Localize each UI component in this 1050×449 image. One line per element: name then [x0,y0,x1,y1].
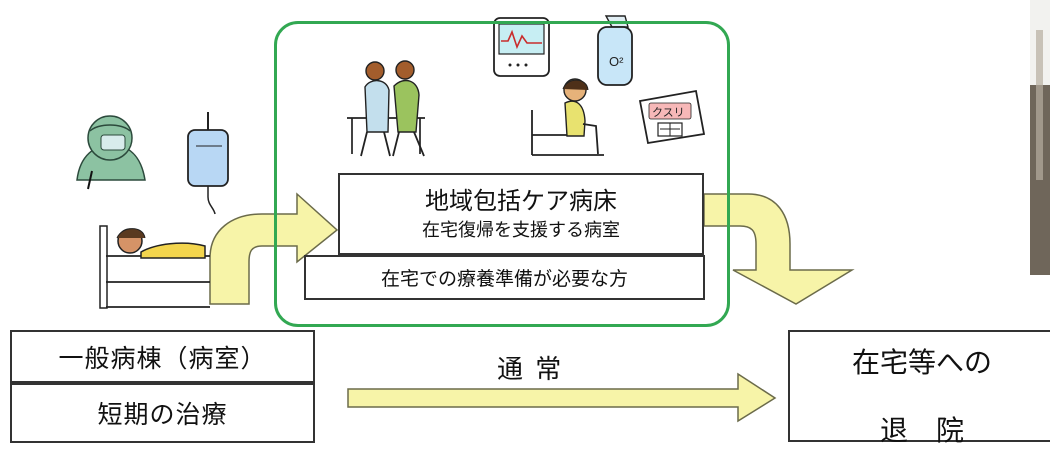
surgeon-icon [76,115,146,190]
medicine-paper-icon: クスリ [638,89,706,145]
rehab-walking-icon [347,60,425,157]
photo-thumbnail [1030,0,1050,275]
discharge-line1: 在宅等への [851,347,992,378]
care-ward-title: 地域包括ケア病床 [425,186,617,215]
patient-in-bed-icon [99,225,210,309]
care-ward-subtitle: 在宅復帰を支援する病室 [422,219,620,241]
general-ward-label: 一般病棟（病室） [58,343,267,373]
heart-monitor-icon [493,17,550,77]
normal-route-label: 通 常 [497,355,564,385]
short-treatment-box: 短期の治療 [10,383,315,443]
general-ward-box: 一般病棟（病室） [10,330,315,383]
short-treatment-label: 短期の治療 [97,400,228,429]
normal-route-arrow [347,372,777,423]
patients-label: 在宅での療養準備が必要な方 [380,268,628,290]
seated-patient-icon [531,78,604,156]
discharge-line2: 退 院 [879,415,964,446]
care-ward-frame [274,21,730,327]
patients-label-box: 在宅での療養準備が必要な方 [304,255,705,300]
diagram-canvas: O² クスリ [76,0,1050,423]
iv-drip-icon [187,112,229,215]
care-ward-box: 地域包括ケア病床 在宅復帰を支援する病室 [338,173,704,255]
discharge-box: 在宅等への 退 院 [788,330,1050,446]
medicine-label: クスリ [652,106,685,119]
admission-arrow [209,192,339,305]
oxygen-label: O² [609,54,624,69]
discharge-down-arrow [703,193,855,305]
